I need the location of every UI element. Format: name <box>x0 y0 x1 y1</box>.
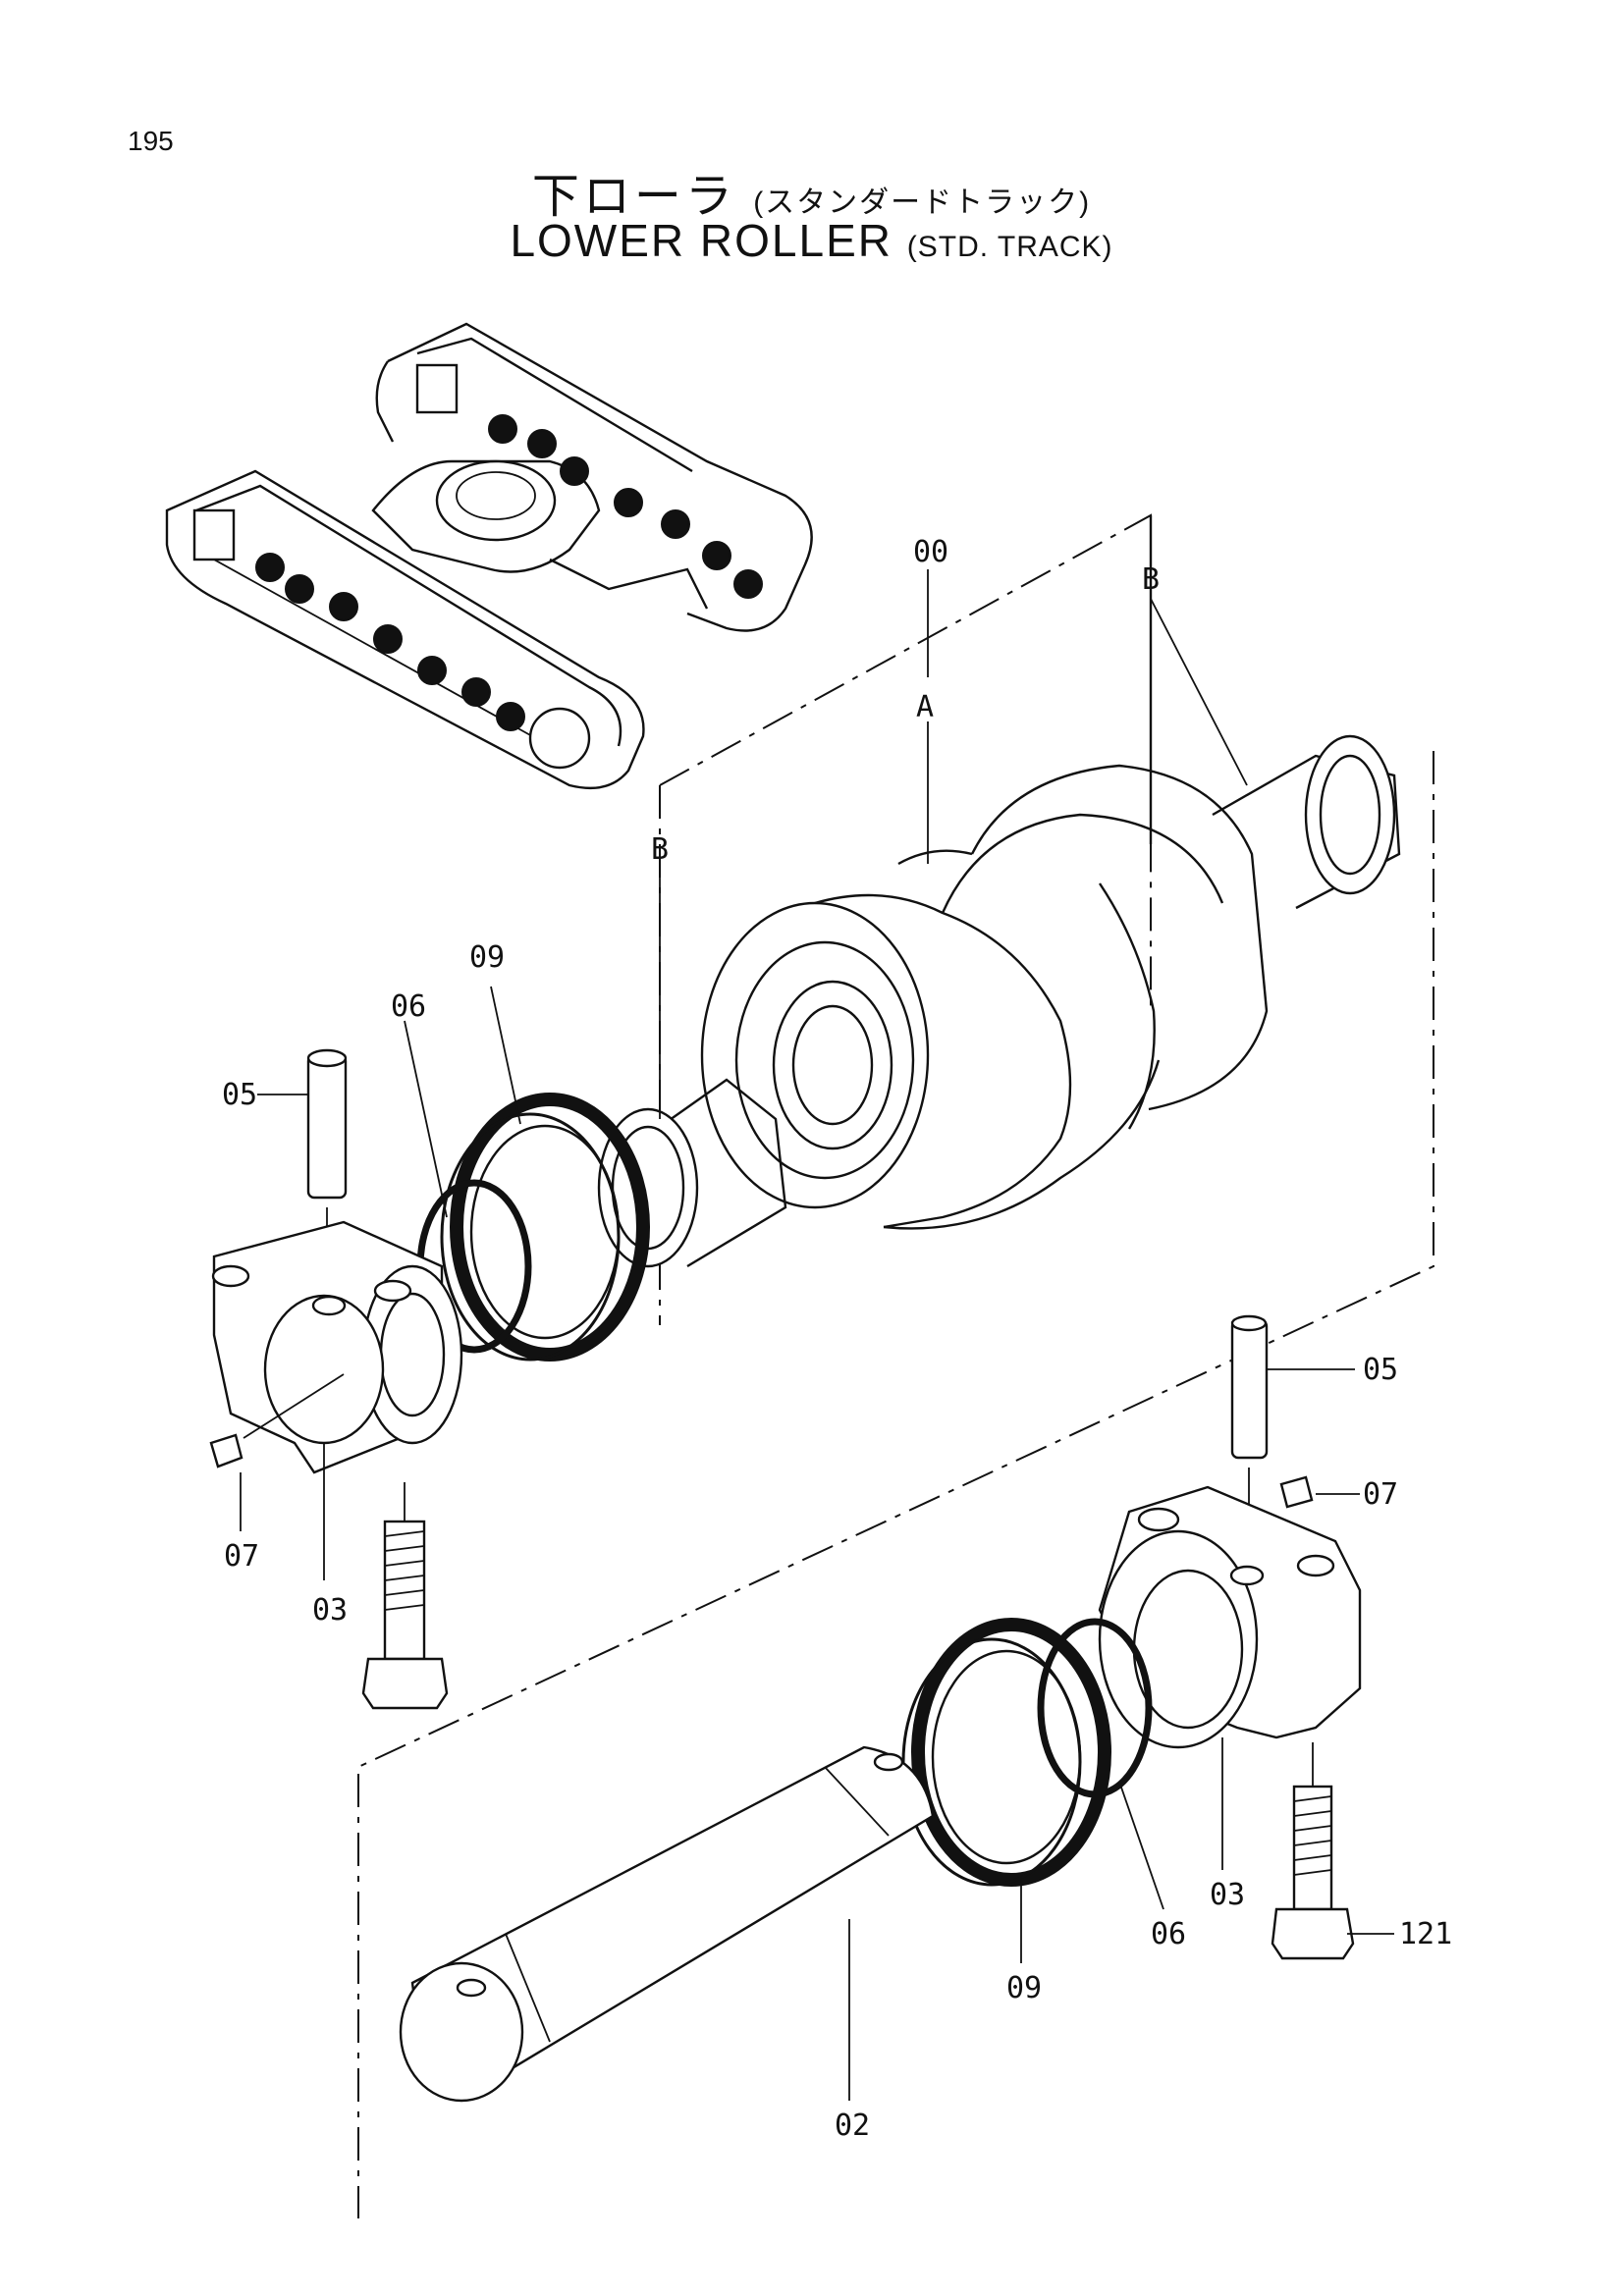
callout-09-lower: 09 <box>1006 1971 1042 2005</box>
callout-03-lower: 03 <box>1210 1878 1245 1912</box>
callout-06-lower: 06 <box>1151 1917 1186 1951</box>
track-shoe-icon <box>415 363 459 414</box>
title-japanese-main: 下ローラ <box>531 171 736 223</box>
callout-09-upper: 09 <box>469 940 505 975</box>
title-english-main: LOWER ROLLER <box>510 215 893 266</box>
callout-A: A <box>916 690 934 724</box>
page-number: 195 <box>128 126 174 156</box>
title-japanese-sub: (スタンダードトラック) <box>753 187 1092 219</box>
callout-05-lower: 05 <box>1363 1353 1398 1387</box>
callout-06-upper: 06 <box>391 989 426 1024</box>
track-roller-row-upper <box>488 414 763 599</box>
callout-00: 00 <box>913 535 948 569</box>
floating-seal-lower <box>901 1618 1111 1887</box>
floating-seal-upper <box>440 1093 650 1362</box>
track-roller-row-lower <box>255 553 525 731</box>
track-frame-illustration <box>165 322 813 789</box>
callout-02: 02 <box>835 2109 870 2143</box>
collar-lower <box>1098 1485 1362 1749</box>
callout-B-right: B <box>1142 562 1160 597</box>
title-japanese: 下ローラ (スタンダードトラック) <box>0 157 1623 226</box>
title-english: LOWER ROLLER (STD. TRACK) <box>0 214 1623 267</box>
callout-121: 121 <box>1399 1917 1452 1951</box>
pin-lower <box>1230 1314 1269 1531</box>
callout-03-upper: 03 <box>312 1593 348 1628</box>
set-screw-upper <box>209 1373 345 1468</box>
callout-05-upper: 05 <box>222 1078 257 1112</box>
set-screw-lower <box>1279 1475 1314 1509</box>
bolt-lower <box>1271 1742 1355 1960</box>
roller-body <box>700 734 1401 1230</box>
collar-upper <box>211 1220 463 1474</box>
swing-bearing-icon <box>435 459 557 542</box>
bolt-upper <box>361 1482 449 1710</box>
title-english-sub: (STD. TRACK) <box>906 231 1113 263</box>
leader-lines <box>240 569 1394 2101</box>
track-shoe-icon <box>192 508 236 561</box>
callout-07-lower: 07 <box>1363 1477 1398 1512</box>
pin-upper <box>306 1048 348 1242</box>
roller-shaft <box>399 1745 935 2103</box>
callout-labels: 00 A B B 09 06 05 07 03 05 07 03 06 121 … <box>222 535 1452 2143</box>
callout-B-left: B <box>651 832 669 867</box>
roller-shaft-end <box>1304 734 1396 895</box>
callout-07-upper: 07 <box>224 1539 259 1574</box>
